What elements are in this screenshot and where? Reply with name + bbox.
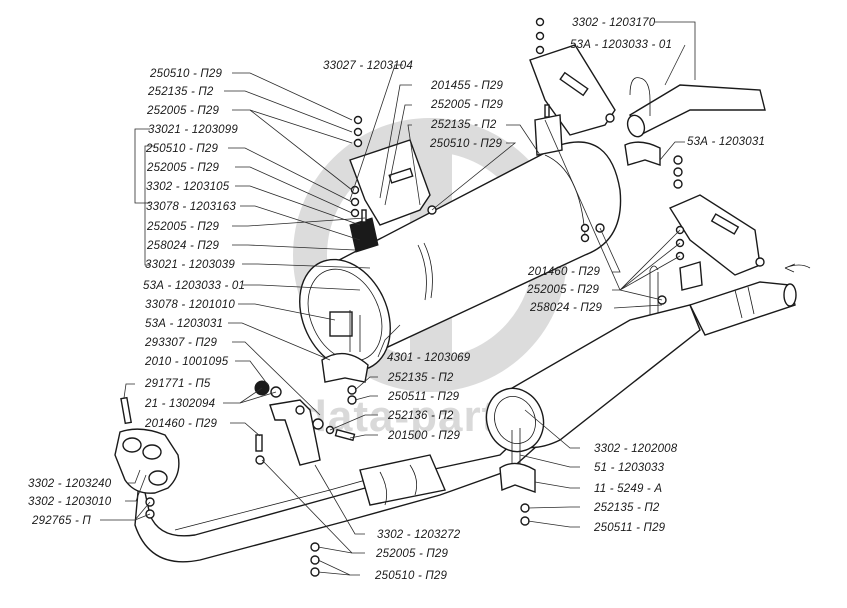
leader-lines (100, 21, 696, 576)
muffler-hanger-top (529, 17, 616, 156)
part-label[interactable]: 258024 - П29 (147, 240, 220, 252)
part-label[interactable]: 3302 - 1202008 (594, 443, 678, 455)
exhaust-flange (114, 396, 180, 519)
part-label[interactable]: 33078 - 1203163 (146, 201, 236, 213)
part-label[interactable]: 252136 - П2 (388, 410, 454, 422)
part-label[interactable]: 252005 - П29 (527, 284, 600, 296)
part-label[interactable]: 250511 - П29 (388, 391, 460, 403)
part-label[interactable]: 21 - 1302094 (145, 398, 216, 410)
part-label[interactable]: 3302 - 1203010 (28, 496, 112, 508)
muffler-u-clamp (321, 310, 369, 405)
part-label[interactable]: 250510 - П29 (146, 143, 219, 155)
part-label[interactable]: 250510 - П29 (375, 570, 448, 582)
part-label[interactable]: 292765 - П (32, 515, 91, 527)
part-label[interactable]: 252005 - П29 (147, 221, 220, 233)
part-label[interactable]: 3302 - 1203272 (377, 529, 461, 541)
part-label[interactable]: 3302 - 1203105 (146, 181, 230, 193)
part-label[interactable]: 33021 - 1203099 (148, 124, 238, 136)
rear-hanger-bracket (649, 194, 811, 320)
part-label[interactable]: 51 - 1203033 (594, 462, 665, 474)
part-label[interactable]: 201460 - П29 (528, 266, 601, 278)
part-label[interactable]: 33021 - 1203039 (145, 259, 235, 271)
part-label[interactable]: 250510 - П29 (430, 138, 503, 150)
part-label[interactable]: 11 - 5249 - А (594, 483, 663, 495)
tailpipe (624, 77, 766, 189)
part-label[interactable]: 201455 - П29 (431, 80, 504, 92)
part-label[interactable]: 4301 - 1203069 (387, 352, 471, 364)
part-label[interactable]: 252135 - П2 (594, 502, 660, 514)
part-label[interactable]: 252135 - П2 (388, 372, 454, 384)
part-label[interactable]: 250511 - П29 (594, 522, 666, 534)
main-muffler (299, 141, 622, 372)
part-label[interactable]: 53А - 1203033 - 01 (143, 280, 246, 292)
part-label[interactable]: 291771 - П5 (145, 378, 211, 390)
part-label[interactable]: 252005 - П29 (376, 548, 449, 560)
part-label[interactable]: 252005 - П29 (431, 99, 504, 111)
part-label[interactable]: 293307 - П29 (145, 337, 218, 349)
part-label[interactable]: 2010 - 1001095 (145, 356, 229, 368)
part-label[interactable]: 53А - 1203033 - 01 (570, 39, 673, 51)
part-label[interactable]: 252135 - П2 (148, 86, 214, 98)
part-label[interactable]: 201500 - П29 (388, 430, 461, 442)
part-label[interactable]: 250510 - П29 (150, 68, 223, 80)
part-label[interactable]: 53А - 1203031 (687, 136, 766, 148)
rear-muffler-resonator (485, 281, 797, 526)
muffler-hanger-left (349, 115, 437, 253)
bottom-fasteners (310, 542, 320, 577)
part-label[interactable]: 33078 - 1201010 (145, 299, 235, 311)
part-label[interactable]: 53А - 1203031 (145, 318, 224, 330)
part-label[interactable]: 258024 - П29 (530, 302, 603, 314)
part-label[interactable]: 252005 - П29 (147, 105, 220, 117)
part-label[interactable]: 252005 - П29 (147, 162, 220, 174)
part-label[interactable]: 3302 - 1203170 (572, 17, 656, 29)
part-label[interactable]: 252135 - П2 (431, 119, 497, 131)
part-label[interactable]: 201460 - П29 (145, 418, 218, 430)
part-label[interactable]: 3302 - 1203240 (28, 478, 112, 490)
part-label[interactable]: 33027 - 1203104 (323, 60, 413, 72)
